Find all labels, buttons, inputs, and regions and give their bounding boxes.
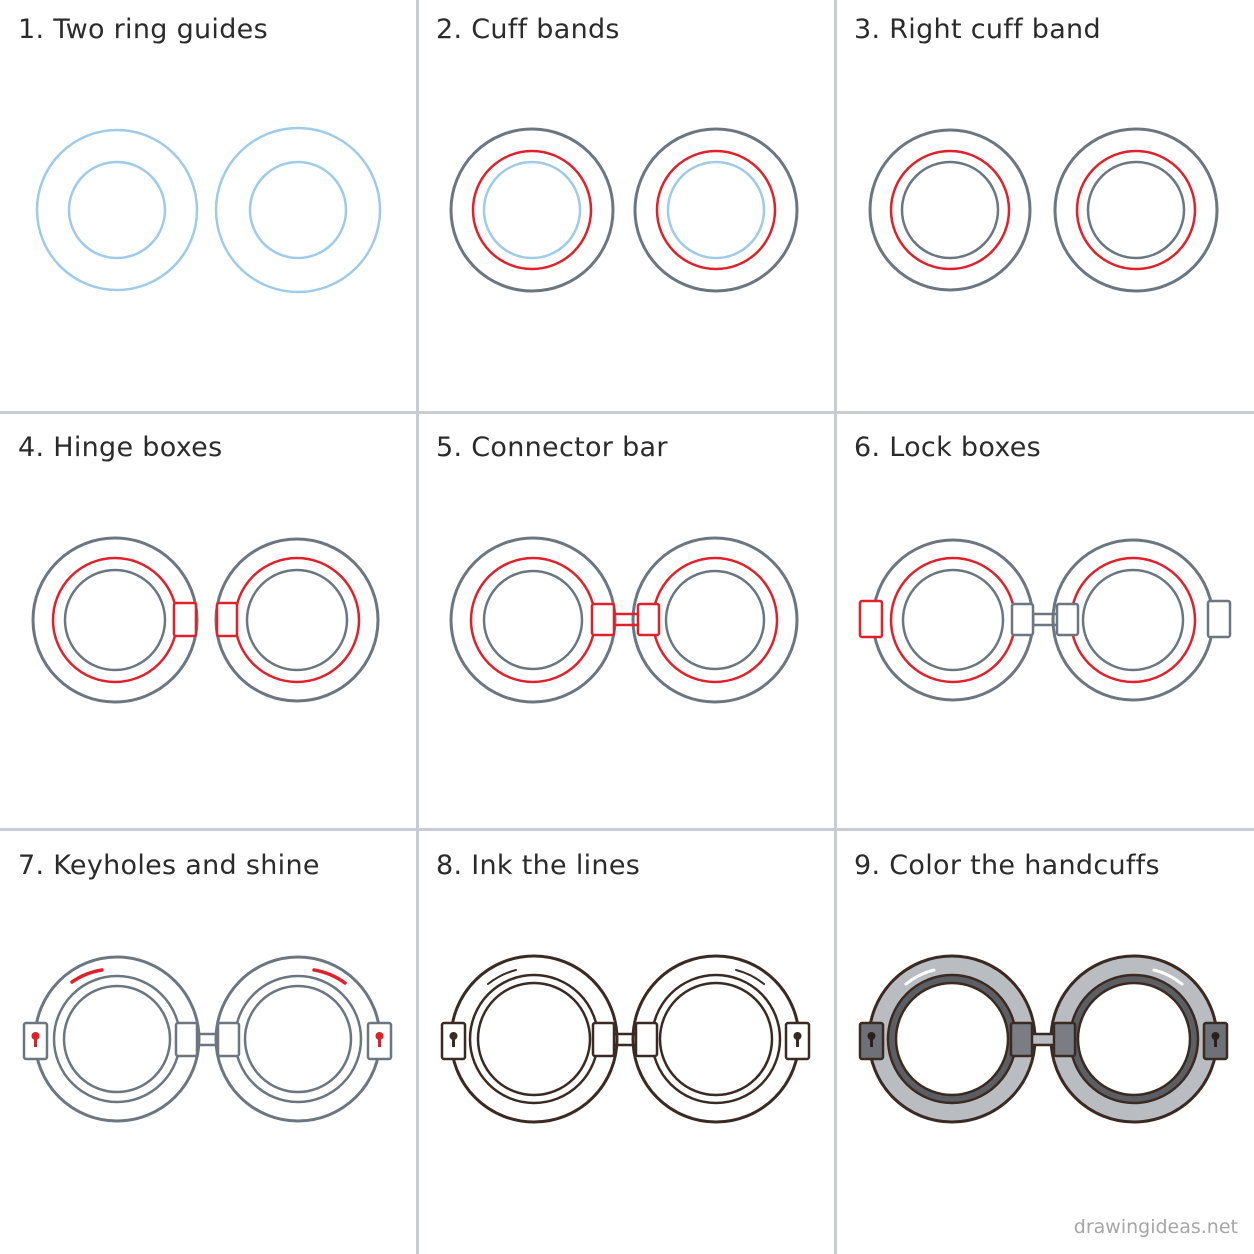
step-panel-9: 9. Color the handcuffs [836,836,1254,1254]
keyholes-and-shine-drawing [22,955,393,1123]
step-panel-2: 2. Cuff bands [418,0,836,418]
step-title-2: 2. Cuff bands [436,14,620,45]
site-watermark: drawingideas.net [1073,1216,1238,1238]
step-title-8: 8. Ink the lines [436,850,641,881]
step-panel-7: 7. Keyholes and shine [0,836,418,1254]
grid-divider-v1 [416,0,419,1254]
step-panel-5: 5. Connector bar [418,418,836,836]
colored-handcuffs-drawing [858,954,1229,1124]
step-title-4: 4. Hinge boxes [18,432,223,463]
step-title-3: 3. Right cuff band [854,14,1101,45]
step-title-1: 1. Two ring guides [18,14,268,45]
connector-bar-drawing [449,536,799,704]
step-title-9: 9. Color the handcuffs [854,850,1160,881]
step-title-5: 5. Connector bar [436,432,668,463]
grid-divider-h2 [0,828,1254,831]
ring-guides-drawing [35,126,382,294]
ink-the-lines-drawing [440,954,811,1124]
step-title-6: 6. Lock boxes [854,432,1042,463]
right-cuff-band-drawing [868,127,1219,293]
grid-divider-h1 [0,411,1254,414]
cuff-bands-drawing [449,127,799,293]
step-panel-4: 4. Hinge boxes [0,418,418,836]
step-panel-8: 8. Ink the lines [418,836,836,1254]
hinge-boxes-drawing [31,536,380,704]
grid-divider-v2 [834,0,837,1254]
step-panel-1: 1. Two ring guides [0,0,418,418]
lock-boxes-drawing [858,538,1232,702]
step-title-7: 7. Keyholes and shine [18,850,320,881]
step-panel-6: 6. Lock boxes [836,418,1254,836]
step-panel-3: 3. Right cuff band [836,0,1254,418]
